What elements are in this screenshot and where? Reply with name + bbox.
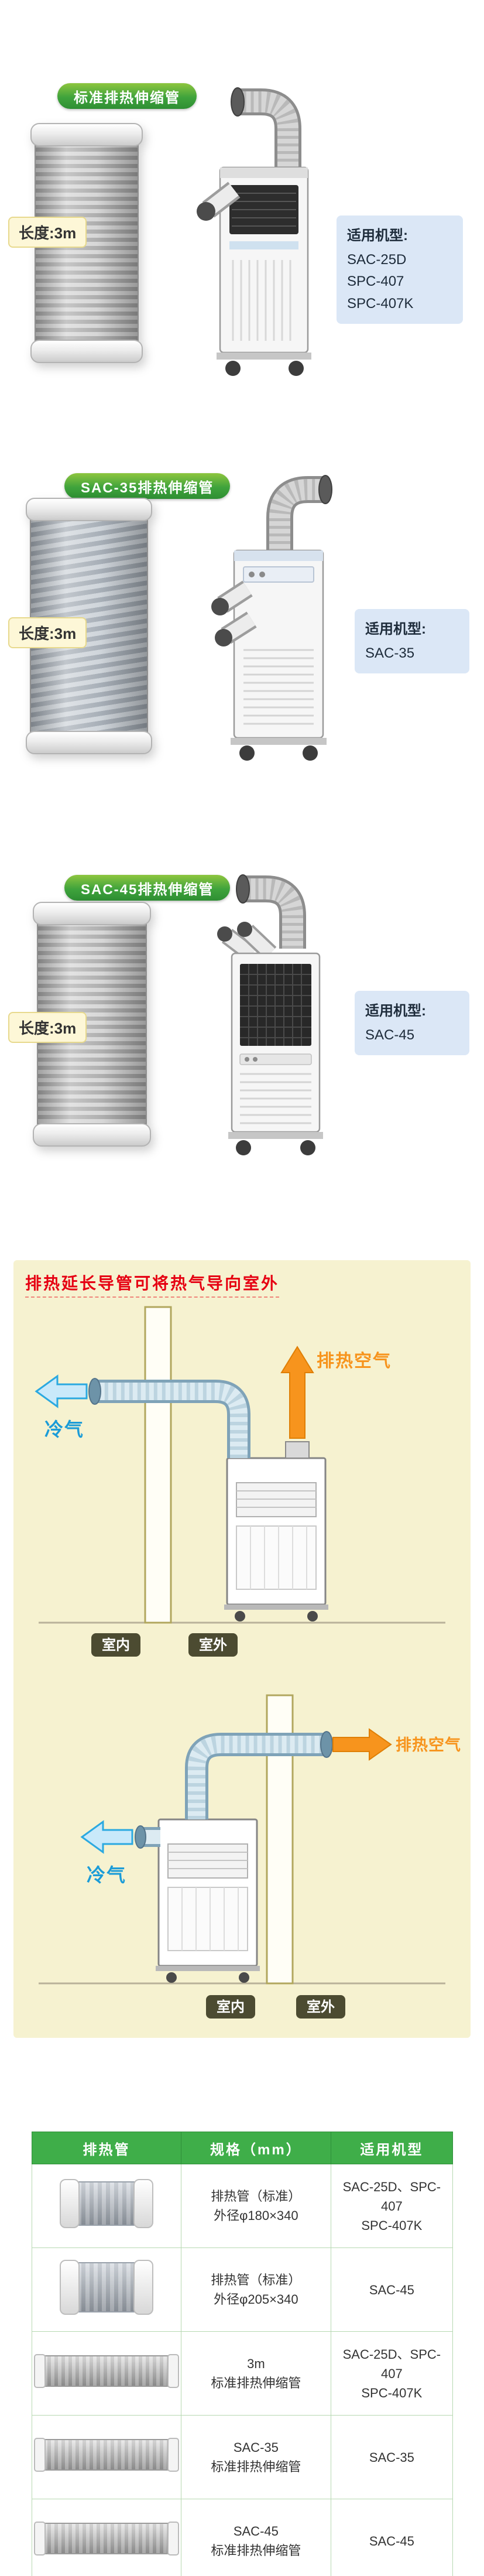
table-row: 排热管（标准） 外径φ205×340 SAC-45 [32,2247,454,2332]
indoor-label: 室内 [217,1999,245,2015]
installation-diagram-panel: 排热延长导管可将热气导向室外 [13,1260,471,2038]
header-models: 适用机型 [330,2132,454,2164]
outdoor-label: 室外 [199,1637,227,1653]
outdoor-badge: 室外 [188,1633,238,1657]
hot-air-label: 排热空气 [317,1352,392,1371]
section-badge: SAC-35排热伸缩管 [64,473,231,499]
cooler-unit [156,1818,260,1983]
table-header-row: 排热管 规格（mm） 适用机型 [32,2132,454,2164]
duct-end-cap [33,902,151,925]
pipe-image-cell [32,2499,181,2576]
telescopic-pipe-image [34,2353,179,2388]
section-sac45-duct: SAC-45排热伸缩管 长度:3m [0,865,484,1170]
diagram-vertical-exhaust: 冷气 排热空气 室内 室外 [35,1306,445,1657]
ac-unit-illustration [211,475,332,761]
cold-air-nozzle [197,182,241,221]
models-cell: SAC-25D、SPC-407 SPC-407K [330,2331,454,2416]
table-row: SAC-45 标准排热伸缩管 SAC-45 [32,2499,454,2576]
spec-cell: SAC-35 标准排热伸缩管 [181,2415,331,2499]
cold-air-nozzle [237,922,277,960]
table-row: 排热管（标准） 外径φ180×340 SAC-25D、SPC-407 SPC-4… [32,2164,454,2248]
telescopic-pipe-image [34,2437,179,2472]
models-title: 适用机型: [347,228,408,244]
exhaust-duct [236,874,306,949]
hot-air-label: 排热空气 [396,1736,461,1754]
duct-end-cap [30,123,143,146]
exhaust-pipe-image [60,2259,153,2315]
header-spec: 规格（mm） [181,2132,331,2164]
cold-air-arrow: 冷气 [35,1374,88,1440]
panel-title: 排热延长导管可将热气导向室外 [25,1271,280,1298]
applicable-models-box: 适用机型: SAC-35 [355,609,469,674]
pipe-image-cell [32,2415,181,2499]
indoor-badge: 室内 [206,1995,255,2019]
exhaust-outlet [285,1441,310,1459]
models-title: 适用机型: [365,621,426,637]
pipe-image-cell [32,2164,181,2248]
section-badge: 标准排热伸缩管 [57,83,197,109]
wall [144,1306,172,1624]
length-label: 长度:3m [8,1012,87,1043]
outdoor-label: 室外 [307,1999,335,2015]
indoor-badge: 室内 [91,1633,140,1657]
spec-cell: 排热管（标准） 外径φ205×340 [181,2247,331,2332]
models-list: SAC-25D SPC-407 SPC-407K [347,252,414,312]
exhaust-duct [185,1731,333,1819]
models-cell: SAC-45 [330,2499,454,2576]
length-label: 长度:3m [8,617,87,648]
cold-air-duct [88,1378,250,1458]
cooler-unit [224,1457,328,1621]
unit-body [228,952,323,1155]
section-standard-duct: 标准排热伸缩管 长度:3m [0,69,484,397]
hot-air-arrow: 排热空气 [280,1346,392,1439]
spec-cell: 排热管（标准） 外径φ180×340 [181,2164,331,2248]
unit-body [231,549,327,761]
cold-air-nozzle [215,611,257,646]
duct-end-cap [26,498,152,521]
duct-end-cap [30,340,143,363]
applicable-models-box: 适用机型: SAC-25D SPC-407 SPC-407K [337,215,463,324]
spec-table: 排热管 规格（mm） 适用机型 排热管（标准） 外径φ180×340 SAC-2… [32,2132,454,2576]
ac-unit-illustration [197,87,311,376]
spec-cell: SAC-45 标准排热伸缩管 [181,2499,331,2576]
unit-body [217,166,311,376]
models-cell: SAC-25D、SPC-407 SPC-407K [330,2164,454,2248]
section-badge: SAC-45排热伸缩管 [64,875,231,901]
indoor-label: 室内 [102,1637,130,1653]
pipe-image-cell [32,2331,181,2416]
cold-air-nozzle [211,580,253,615]
models-cell: SAC-35 [330,2415,454,2499]
length-label: 长度:3m [8,217,87,248]
cold-air-nozzle [217,926,258,962]
diagram-horizontal-exhaust: 排热空气 冷气 室内 室外 [39,1694,461,2019]
exhaust-duct [231,87,301,169]
models-cell: SAC-45 [330,2247,454,2332]
pipe-image-cell [32,2247,181,2332]
exhaust-pipe-image [60,2178,153,2228]
ac-unit-illustration [217,874,323,1155]
models-title: 适用机型: [365,1003,426,1019]
section-sac35-duct: SAC-35排热伸缩管 长度:3m [0,461,484,778]
cold-air-nozzle [135,1825,160,1849]
cold-air-label: 冷气 [44,1419,84,1440]
models-list: SAC-45 [365,1027,415,1044]
outdoor-badge: 室外 [296,1995,345,2019]
hot-air-arrow: 排热空气 [332,1728,461,1761]
spec-cell: 3m 标准排热伸缩管 [181,2331,331,2416]
table-row: 3m 标准排热伸缩管 SAC-25D、SPC-407 SPC-407K [32,2331,454,2416]
exhaust-duct [266,475,332,552]
duct-end-cap [33,1123,151,1147]
duct-end-cap [26,731,152,754]
telescopic-pipe-image [34,2521,179,2556]
cold-air-label: 冷气 [87,1865,126,1886]
telescopic-duct-image [26,498,152,754]
header-pipe: 排热管 [32,2132,181,2164]
applicable-models-box: 适用机型: SAC-45 [355,991,469,1056]
models-list: SAC-35 [365,645,415,662]
cold-air-arrow: 冷气 [80,1820,133,1886]
table-row: SAC-35 标准排热伸缩管 SAC-35 [32,2415,454,2499]
